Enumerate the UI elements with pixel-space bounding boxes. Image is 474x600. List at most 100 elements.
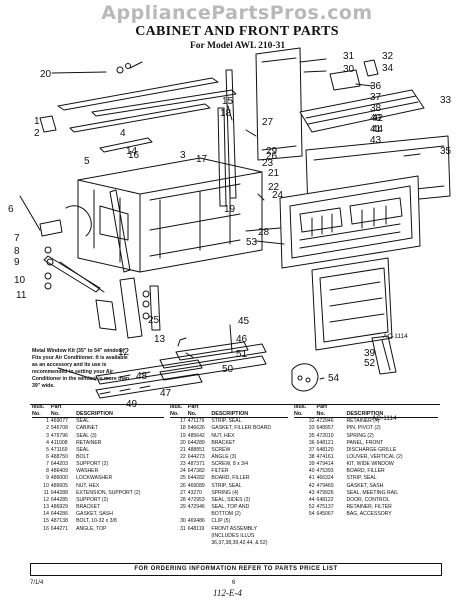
description-cell: SEAL (3) — [76, 432, 97, 439]
callout-32: 32 — [382, 51, 394, 62]
callout-34: 34 — [382, 63, 394, 74]
description-cell: LOUVER, VERTICAL (2) — [346, 453, 403, 460]
illus-cell: 31 — [180, 525, 186, 532]
callout-24: 24 — [272, 190, 284, 201]
callout-6: 6 — [8, 204, 14, 215]
description-cell: STRIP, SEAL — [346, 475, 377, 482]
description-cell: BOLT, 10-32 x 3/8 — [76, 518, 117, 525]
part-number-cell: 479414 — [316, 461, 334, 468]
illus-cell: 9 — [46, 475, 49, 482]
description-cell: SCREW — [211, 446, 231, 453]
part-number-cell: 644285 — [50, 496, 68, 503]
part-number-cell: 485642 — [187, 432, 205, 439]
part-number-cell: 648957 — [316, 425, 334, 432]
illus-header: Illus.No. — [294, 404, 317, 419]
part-number-cell: 488851 — [187, 446, 205, 453]
description-cell: RETAINER (4) — [346, 418, 380, 425]
callout-10: 10 — [14, 275, 26, 286]
figure-code-upper: AC-1114 — [383, 333, 408, 340]
illus-cell: 36 — [308, 439, 315, 446]
callout-18: 18 — [220, 108, 232, 119]
illus-cell: 3 — [46, 432, 49, 439]
part-number-cell: 471169 — [50, 446, 68, 453]
description-cell: DOOR, CONTROL — [346, 496, 390, 503]
part-number-cell: 486000 — [50, 475, 68, 482]
page-number: 6 — [232, 580, 236, 586]
illus-cell: 11 — [43, 489, 49, 496]
callout-47: 47 — [160, 388, 172, 399]
illus-cell: 35 — [308, 432, 315, 439]
part-number-cell: 487371 — [187, 461, 205, 468]
part-number-cell: 469077 — [50, 418, 68, 425]
callout-46: 46 — [236, 334, 248, 345]
description-cell: RETAINER, FILTER — [346, 504, 392, 511]
description-cell: 36,37,38,39,42,44, & 52) — [211, 539, 268, 546]
callout-20: 20 — [40, 69, 52, 80]
callout-15: 15 — [222, 96, 234, 107]
description-cell: LOCKWASHER — [76, 475, 113, 482]
description-cell: WASHER — [76, 468, 99, 475]
callout-26: 26 — [266, 151, 278, 162]
illus-cell: 1 — [46, 418, 49, 425]
illus-cell: 15 — [43, 518, 49, 525]
illus-cell: 54 — [308, 511, 315, 518]
part-number-cell: 647382 — [187, 468, 205, 475]
part-number-cell: 644288 — [50, 489, 68, 496]
part-number-cell: 644289 — [187, 439, 205, 446]
description-cell: SUPPORT (2) — [76, 496, 109, 503]
part-number-cell: 476796 — [50, 432, 68, 439]
callout-31: 31 — [343, 51, 355, 62]
ordering-info-footer: FOR ORDERING INFORMATION REFER TO PARTS … — [30, 563, 442, 576]
callout-19: 19 — [224, 204, 236, 215]
callout-42: 42 — [372, 113, 384, 124]
illus-cell: 37 — [308, 446, 315, 453]
description-cell: SEAL, SIDES (2) — [211, 496, 251, 503]
description-cell: EXTENSION, SUPPORT (2) — [76, 489, 141, 496]
description-cell: STRIP, SEAL — [211, 482, 242, 489]
callout-36: 36 — [370, 81, 382, 92]
callout-3: 3 — [180, 150, 186, 161]
illus-cell: 33 — [308, 425, 315, 432]
callout-52: 52 — [364, 358, 376, 369]
description-cell: BRACKET — [76, 504, 101, 511]
description-cell: ANGLE, TOP — [76, 525, 107, 532]
description-cell: SCREW, 8 x 3/4 — [211, 461, 249, 468]
description-header: DESCRIPTION — [76, 404, 164, 419]
callout-50: 50 — [222, 364, 234, 375]
description-cell: SPRING (4) — [211, 489, 239, 496]
part-number-cell: 546626 — [187, 425, 205, 432]
callout-40: 40 — [370, 113, 382, 124]
illus-cell: 24 — [180, 468, 186, 475]
description-cell: SEAL — [76, 446, 90, 453]
callout-37: 37 — [370, 92, 382, 103]
illus-cell: 27 — [180, 489, 186, 496]
description-cell: DISCHARGE GRILLE — [346, 446, 397, 453]
part-number-cell: 644282 — [187, 475, 205, 482]
illus-cell: 7 — [46, 461, 49, 468]
illus-cell: 17 — [180, 418, 186, 425]
callout-48: 48 — [136, 371, 148, 382]
callout-21: 21 — [268, 168, 280, 179]
description-cell: BOARD, FILLER — [346, 468, 385, 475]
part-number-cell: 488750 — [50, 453, 68, 460]
part-number-cell: 486929 — [50, 504, 68, 511]
